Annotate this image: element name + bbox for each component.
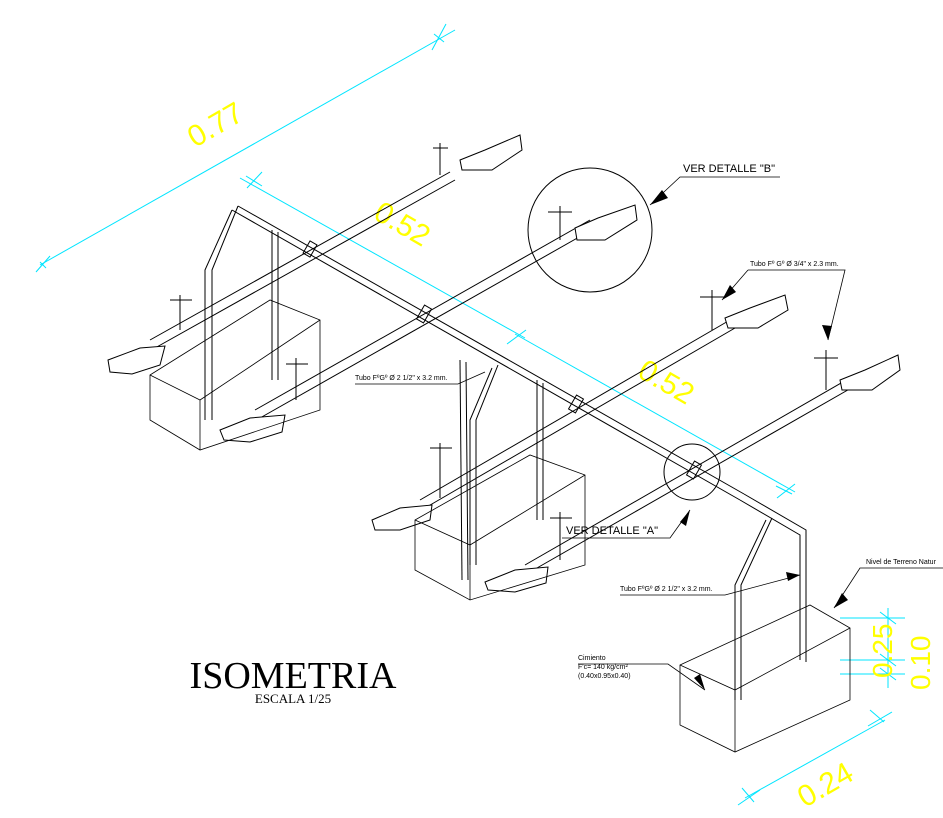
nozzle-4 xyxy=(219,414,286,443)
cimiento-dims: (0.40x0.95x0.40) xyxy=(578,673,631,680)
nozzle-2 xyxy=(574,204,638,241)
tubo-small-label: Tubo Fº Gº Ø 3/4" x 2.3 mm. xyxy=(750,261,839,268)
detail-b-circle xyxy=(527,167,653,293)
nozzle-1 xyxy=(459,134,523,171)
detail-a-circle xyxy=(663,443,721,501)
drawing-title: ISOMETRIA xyxy=(190,655,397,697)
dim-0.10: 0.10 xyxy=(905,636,936,691)
callout-labels: VER DETALLE "B" VER DETALLE "A" Tubo Fº … xyxy=(355,163,937,680)
nozzle-3 xyxy=(107,345,166,375)
cimiento-title: Cimiento xyxy=(578,655,606,662)
dim-0.24: 0.24 xyxy=(792,756,859,814)
dim-0.52-mid: 0.52 xyxy=(633,353,700,411)
detail-circles xyxy=(527,167,721,501)
dim-0.77: 0.77 xyxy=(182,96,249,154)
drawing-scale: ESCALA 1/25 xyxy=(255,691,331,706)
leader-arrows xyxy=(650,190,848,690)
dim-0.25: 0.25 xyxy=(867,624,898,679)
dimension-labels: 0.77 0.52 0.52 0.25 0.10 0.24 xyxy=(182,96,936,814)
nozzle-8 xyxy=(484,566,549,593)
tubo-large-label-2: Tubo FºGº Ø 2 1/2" x 3.2 mm. xyxy=(620,586,713,593)
leader-lines xyxy=(355,176,943,691)
tubo-large-label-1: Tubo FºGº Ø 2 1/2" x 3.2 mm. xyxy=(355,375,448,382)
nozzle-outlets xyxy=(107,134,901,593)
pipe-network xyxy=(149,143,861,700)
foundation-blocks xyxy=(149,299,851,753)
cimiento-fc: F'c= 140 kg/cm² xyxy=(578,664,628,671)
nozzle-7 xyxy=(371,504,433,531)
nivel-terreno-label: Nivel de Terreno Natur xyxy=(866,559,937,566)
dim-0.52-top: 0.52 xyxy=(369,195,436,253)
detalle-a-label: VER DETALLE "A" xyxy=(566,525,658,537)
title-block: ISOMETRIA ESCALA 1/25 xyxy=(190,655,397,706)
nozzle-6 xyxy=(839,354,901,391)
detalle-b-label: VER DETALLE "B" xyxy=(683,163,775,175)
nozzle-5 xyxy=(724,294,789,329)
dimension-lines xyxy=(35,23,905,806)
